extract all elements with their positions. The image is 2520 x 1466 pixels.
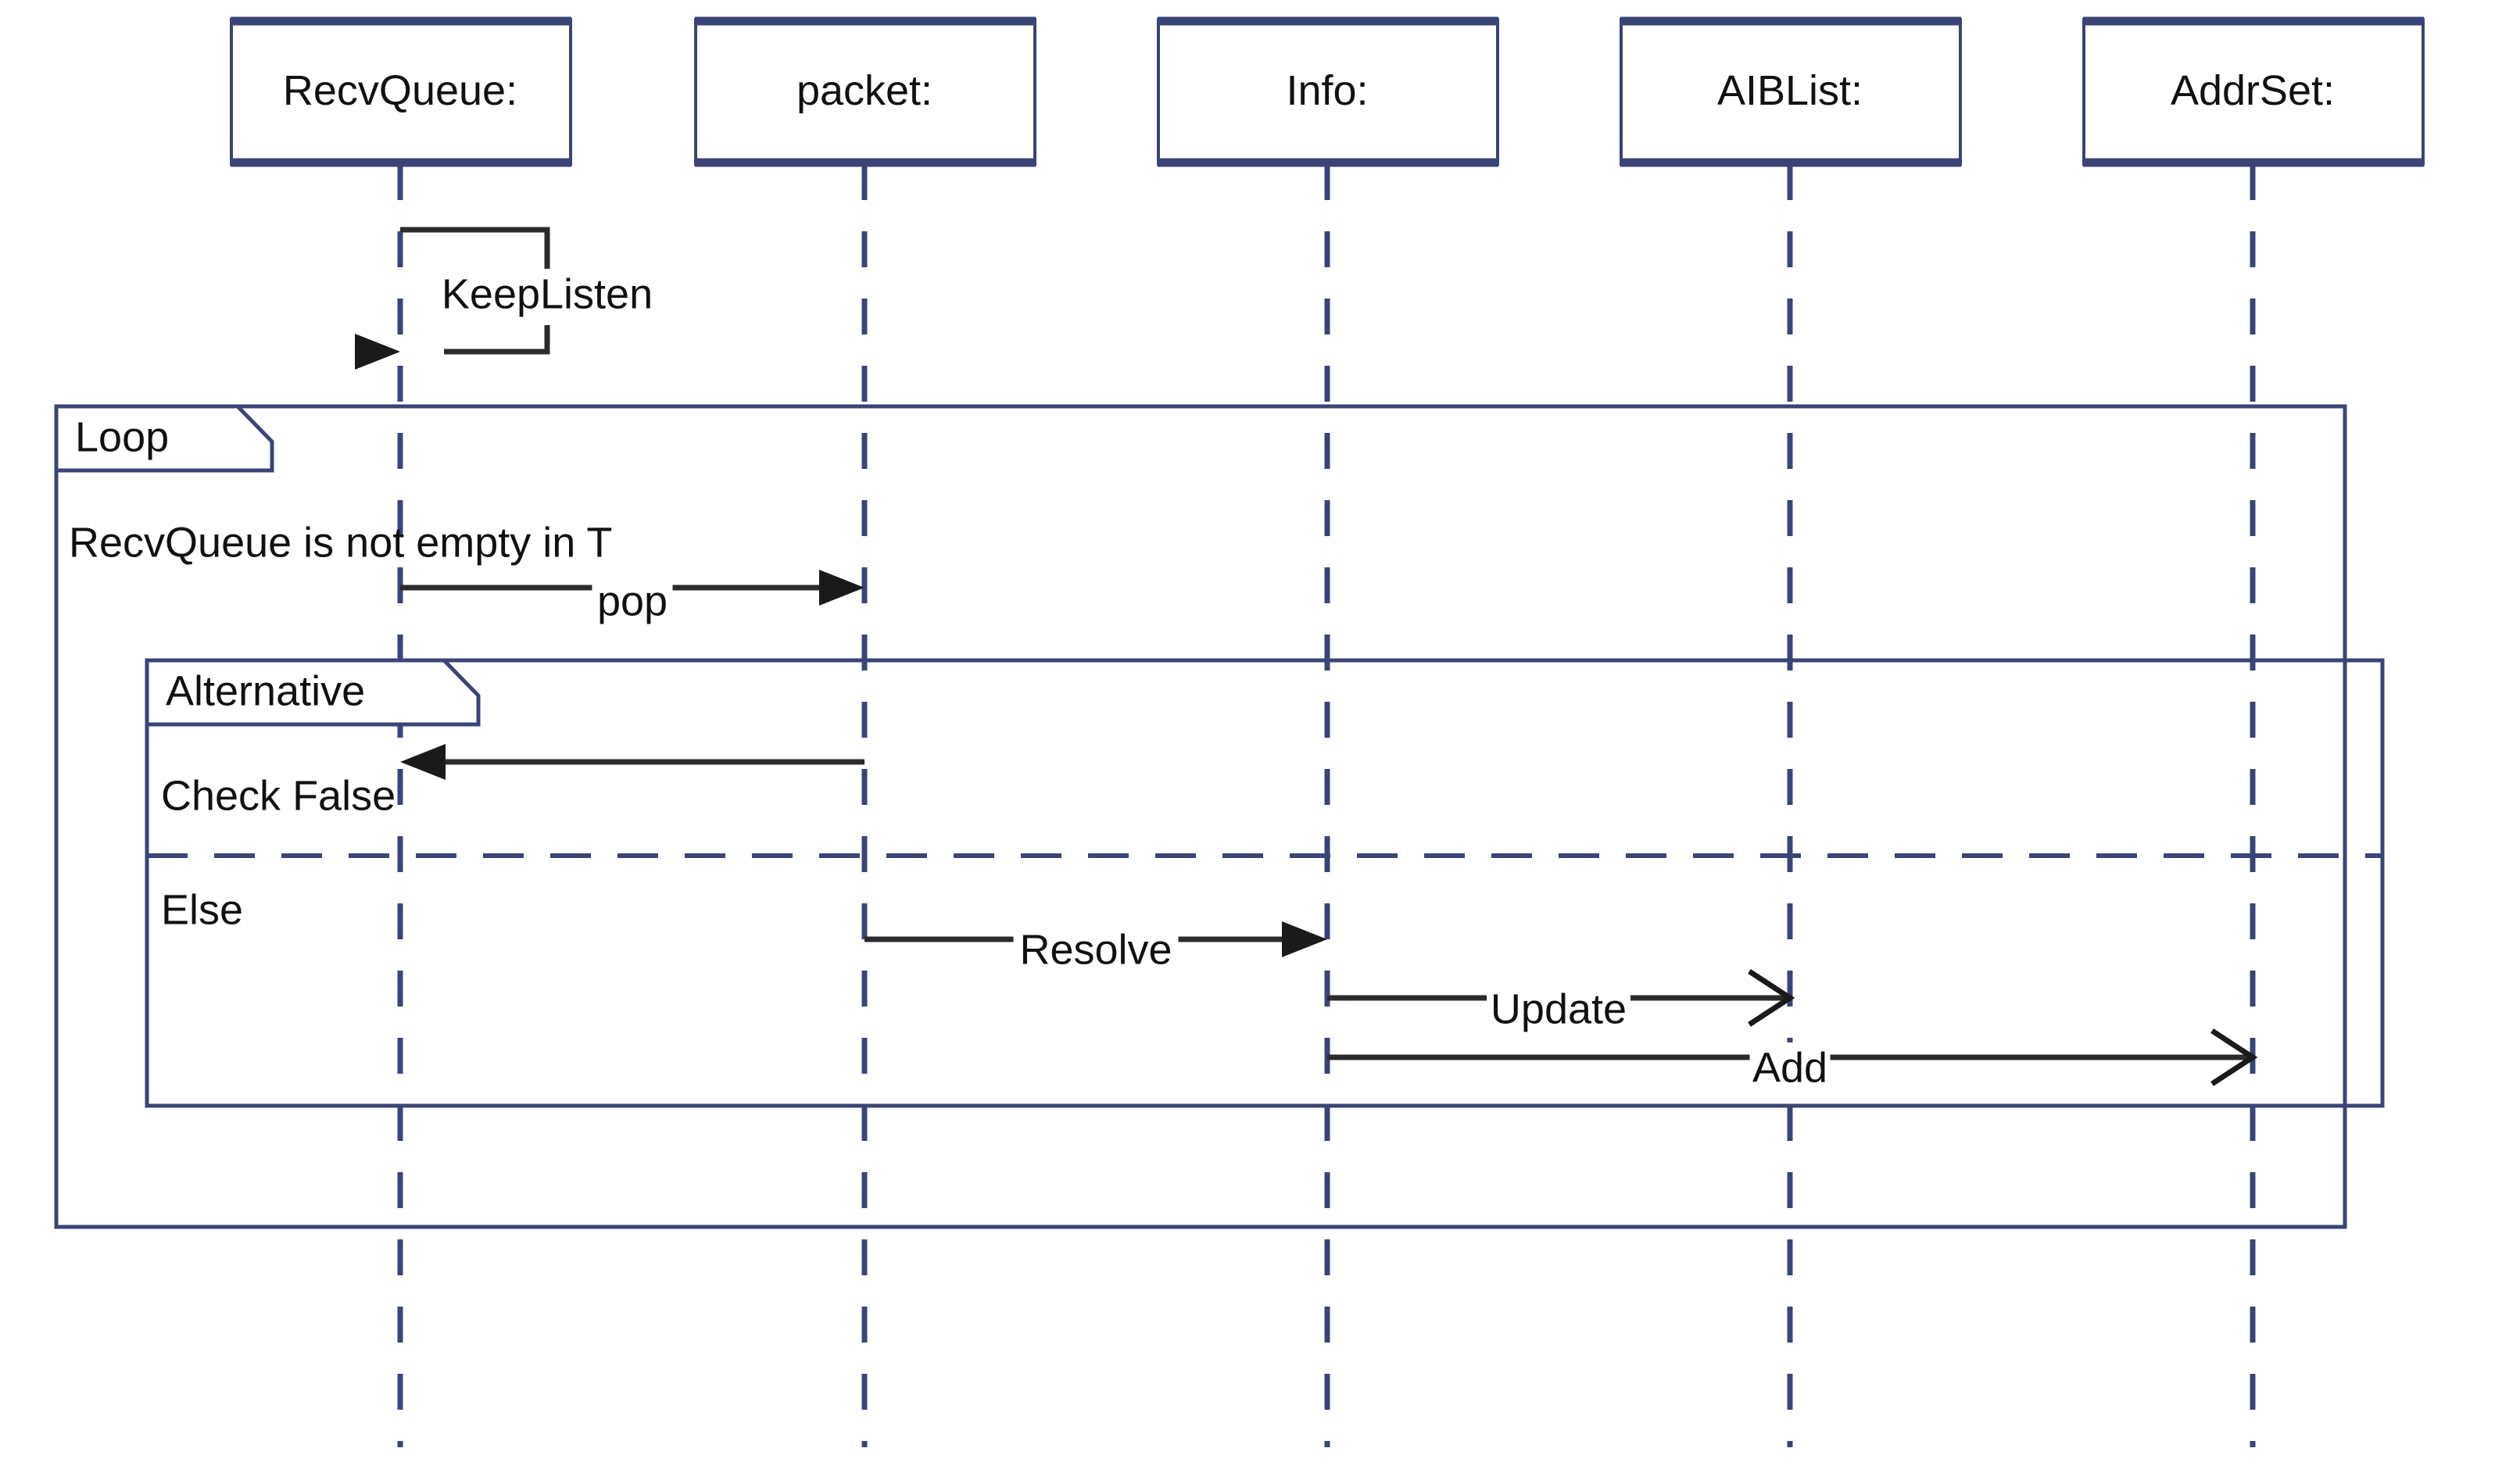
lifeline-header-addrset[interactable]: AddrSet: [2082,16,2425,197]
fragment-border-loop [54,404,2347,1229]
arrowhead-open [1748,969,1795,1027]
lifeline-name-recvqueue: RecvQueue: [283,67,517,114]
lifeline-dash-layer [397,164,2256,1447]
message-label-bg-keeplisten [433,269,661,325]
lifeline-box-info[interactable] [1157,18,1499,166]
lifeline-box-recvqueue[interactable] [230,18,572,166]
lifeline-name-packet: packet: [796,67,932,114]
arrowhead-filled [355,334,400,370]
lifeline-header-packet[interactable]: packet: [694,16,1036,197]
message-add: Add [1327,1028,2258,1099]
lifeline-name-addrset: AddrSet: [2171,67,2335,114]
message-label-bg-add [1749,1042,1831,1099]
message-label-bg-pop [592,576,673,632]
message-label-pop: pop [597,577,668,624]
arrowhead-open [2210,1028,2258,1086]
message-label-add: Add [1752,1044,1827,1091]
lifeline-header-aiblist[interactable]: AIBList: [1620,16,1962,197]
message-label-bg-update [1487,984,1630,1040]
message-check-false-return [400,744,864,780]
operand-guard-alt-operand-2: Else [161,886,243,933]
message-resolve: Resolve [864,921,1327,981]
message-label-resolve: Resolve [1019,926,1172,973]
fragment-tab-loop [54,404,274,473]
arrowhead-filled [1282,921,1327,957]
lifeline-header-info[interactable]: Info: [1157,16,1499,197]
fragment-guard-loop: RecvQueue is not empty in T [69,519,612,566]
lifeline-name-info: Info: [1286,67,1368,114]
operand-guard-alt-operand-1: Check False [161,772,396,819]
fragment-border-alternative [145,658,2385,1108]
message-label-keeplisten: KeepListen [442,270,653,317]
lifeline-box-aiblist[interactable] [1620,18,1962,166]
arrowhead-filled [400,744,446,780]
message-label-bg-resolve [1013,924,1179,981]
message-update: Update [1327,969,1795,1040]
fragment-label-loop: Loop [75,413,169,460]
message-label-update: Update [1491,985,1627,1032]
lifeline-name-aiblist: AIBList: [1717,67,1863,114]
lifeline-header-layer: RecvQueue: packet: Info: AIBList: AddrSet: [230,16,2425,197]
fragment-label-alternative: Alternative [166,667,365,714]
message-keeplisten: KeepListen [355,227,661,370]
lifeline-header-recvqueue[interactable]: RecvQueue: [230,16,572,197]
message-pop: pop [400,570,864,632]
fragment-tab-alternative [145,658,481,727]
lifeline-box-addrset[interactable] [2082,18,2425,166]
arrowhead-filled [819,570,864,606]
